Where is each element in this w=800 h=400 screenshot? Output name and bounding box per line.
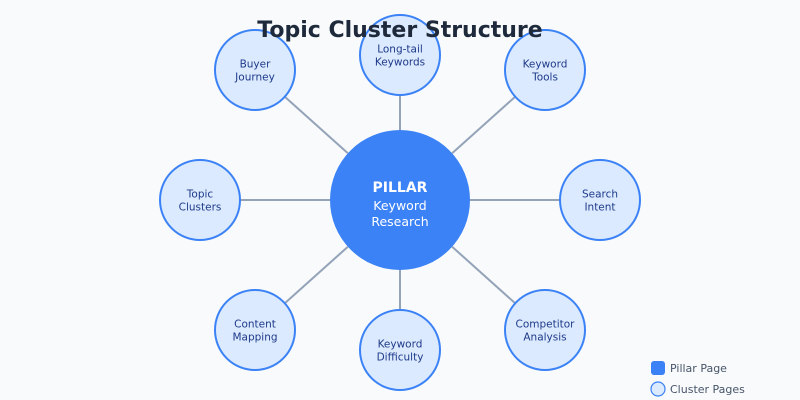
legend-label: Pillar Page bbox=[670, 362, 727, 375]
cluster-circle bbox=[214, 29, 296, 111]
cluster-label-line: Analysis bbox=[523, 332, 566, 344]
cluster-circle bbox=[359, 309, 441, 391]
cluster-label-line: Keyword bbox=[378, 339, 423, 351]
cluster-label-line: Content bbox=[234, 319, 276, 331]
cluster-label-line: Tools bbox=[531, 72, 558, 84]
cluster-label-line: Long-tail bbox=[377, 44, 423, 56]
cluster-label-line: Competitor bbox=[515, 319, 575, 331]
pillar-circle bbox=[330, 130, 470, 270]
cluster-label-line: Keywords bbox=[375, 57, 425, 69]
cluster-label-line: Clusters bbox=[179, 202, 222, 214]
cluster-circle bbox=[504, 29, 586, 111]
connector-content-mapping bbox=[284, 245, 349, 305]
cluster-circle bbox=[159, 159, 241, 241]
cluster-label-line: Journey bbox=[234, 72, 275, 84]
diagram-title: Topic Cluster Structure bbox=[257, 18, 542, 43]
connector-competitor-analysis bbox=[451, 245, 516, 305]
connectors bbox=[240, 95, 560, 310]
cluster-circle bbox=[359, 14, 441, 96]
legend-label: Cluster Pages bbox=[670, 383, 745, 396]
legend-swatch bbox=[651, 361, 665, 375]
cluster-label-line: Search bbox=[582, 189, 618, 201]
cluster-circle bbox=[504, 289, 586, 371]
cluster-label-line: Difficulty bbox=[377, 352, 424, 364]
connector-keyword-tools bbox=[451, 95, 516, 155]
cluster-label-line: Mapping bbox=[232, 332, 277, 344]
pillar-heading: PILLAR bbox=[373, 180, 428, 196]
cluster-label-line: Keyword bbox=[523, 59, 568, 71]
legend-item-cluster: Cluster Pages bbox=[650, 381, 745, 397]
cluster-label-line: Topic bbox=[186, 189, 214, 201]
connector-buyer-journey bbox=[284, 95, 349, 155]
cluster-circle bbox=[559, 159, 641, 241]
legend-swatch bbox=[650, 381, 666, 397]
cluster-label-line: Intent bbox=[584, 202, 615, 214]
legend-item-pillar: Pillar Page bbox=[651, 361, 727, 375]
cluster-circle bbox=[214, 289, 296, 371]
pillar-label-line: Keyword bbox=[373, 198, 426, 213]
cluster-label-line: Buyer bbox=[240, 59, 272, 71]
pillar-label-line: Research bbox=[371, 214, 428, 229]
